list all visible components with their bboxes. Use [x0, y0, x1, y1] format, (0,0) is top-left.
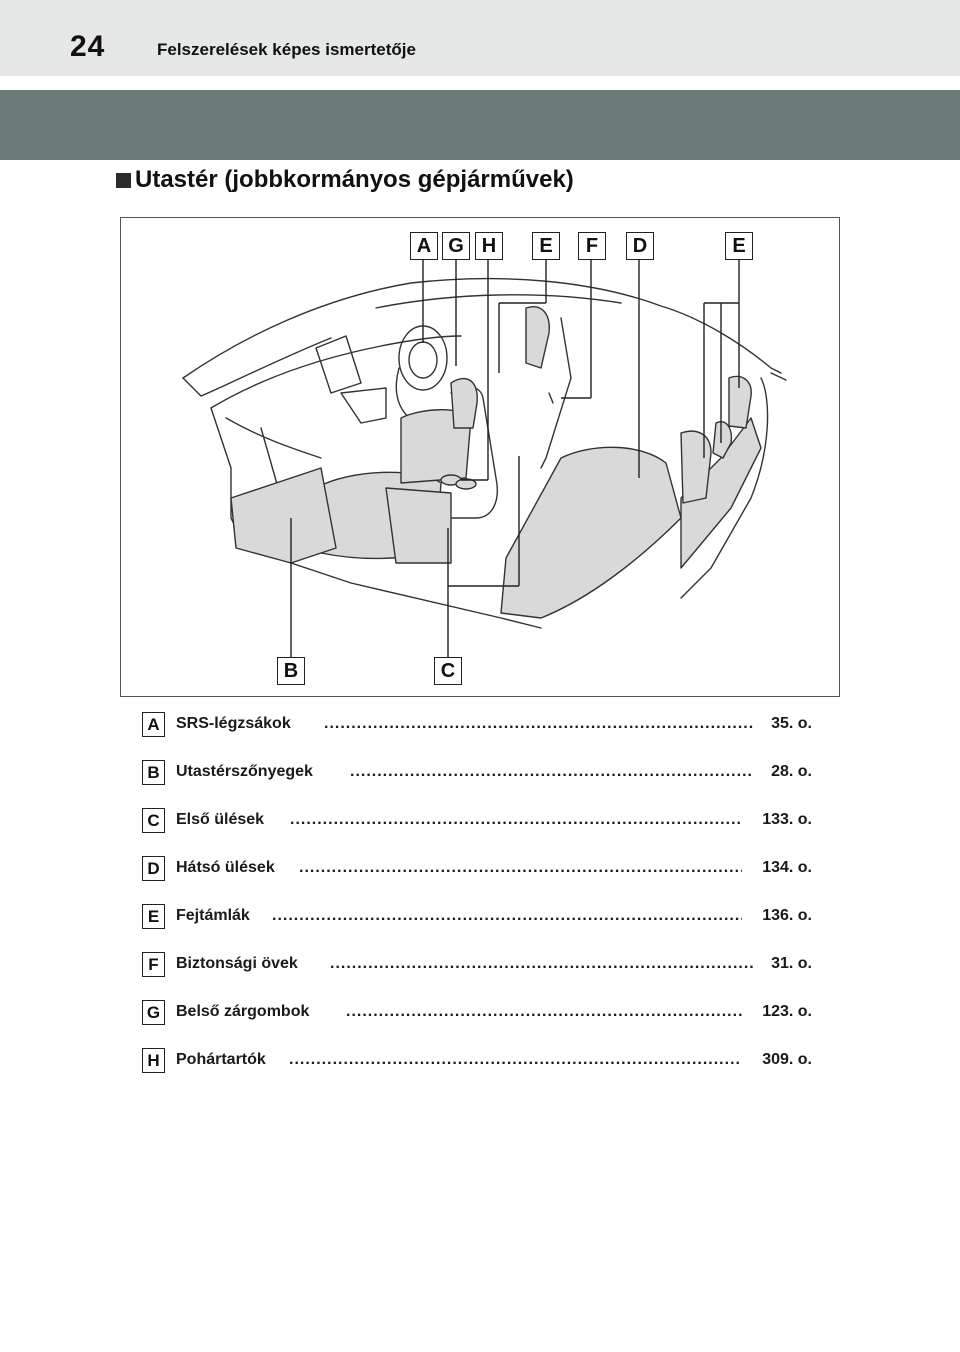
callout-g: G	[442, 232, 470, 260]
legend-label: SRS-légzsákok	[176, 715, 291, 732]
callout-f: F	[578, 232, 606, 260]
legend-page: 123. o.	[759, 1003, 812, 1021]
legend-item[interactable]: A SRS-légzsákok ........................…	[142, 712, 822, 740]
legend-label: Utastérszőnyegek	[176, 763, 313, 780]
legend-letter: D	[142, 856, 165, 881]
section-band	[0, 90, 960, 160]
legend-page: 309. o.	[759, 1051, 812, 1069]
leader-dots: ........................................…	[272, 907, 742, 924]
legend-item[interactable]: D Hátsó ülések .........................…	[142, 856, 822, 884]
legend-label: Fejtámlák	[176, 907, 250, 924]
page-header: 24 Felszerelések képes ismertetője	[0, 0, 960, 76]
leader-dots: ........................................…	[324, 715, 754, 732]
legend-letter: A	[142, 712, 165, 737]
callout-b: B	[277, 657, 305, 685]
leader-dots: ........................................…	[299, 859, 742, 876]
leader-dots: ........................................…	[346, 1003, 742, 1020]
legend-page: 28. o.	[768, 763, 812, 781]
legend-letter: F	[142, 952, 165, 977]
legend-label: Pohártartók	[176, 1051, 266, 1068]
legend-item[interactable]: E Fejtámlák ............................…	[142, 904, 822, 932]
legend-letter: H	[142, 1048, 165, 1073]
legend-page: 31. o.	[768, 955, 812, 973]
leader-dots: ........................................…	[350, 763, 754, 780]
legend-letter: C	[142, 808, 165, 833]
bullet-square-icon	[116, 172, 131, 188]
callout-e-rear: E	[725, 232, 753, 260]
leader-dots: ........................................…	[289, 1051, 742, 1068]
legend-label: Hátsó ülések	[176, 859, 275, 876]
legend-item[interactable]: C Első ülések ..........................…	[142, 808, 822, 836]
leader-dots: ........................................…	[330, 955, 754, 972]
callout-a: A	[410, 232, 438, 260]
leader-dots: ........................................…	[290, 811, 742, 828]
car-interior-illustration	[182, 258, 787, 658]
section-title: Utastér (jobbkormányos gépjárművek)	[135, 166, 574, 193]
header-title: Felszerelések képes ismertetője	[157, 40, 416, 59]
callout-e: E	[532, 232, 560, 260]
legend-item[interactable]: B Utastérszőnyegek .....................…	[142, 760, 822, 788]
legend-label: Belső zárgombok	[176, 1003, 310, 1020]
legend-item[interactable]: F Biztonsági övek ......................…	[142, 952, 822, 980]
callout-d: D	[626, 232, 654, 260]
page-number: 24	[70, 30, 106, 63]
legend-page: 35. o.	[768, 715, 812, 733]
legend-page: 133. o.	[759, 811, 812, 829]
legend-letter: E	[142, 904, 165, 929]
legend-page: 134. o.	[759, 859, 812, 877]
callout-c: C	[434, 657, 462, 685]
callout-h: H	[475, 232, 503, 260]
legend-letter: G	[142, 1000, 165, 1025]
legend-label: Első ülések	[176, 811, 265, 828]
legend-letter: B	[142, 760, 165, 785]
legend-label: Biztonsági övek	[176, 955, 298, 972]
legend-item[interactable]: H Pohártartók ..........................…	[142, 1048, 822, 1076]
legend-page: 136. o.	[759, 907, 812, 925]
legend-item[interactable]: G Belső zárgombok ......................…	[142, 1000, 822, 1028]
section-heading: Utastér (jobbkormányos gépjárművek)	[116, 166, 574, 194]
interior-figure: A G H E F D E B C	[120, 217, 840, 697]
